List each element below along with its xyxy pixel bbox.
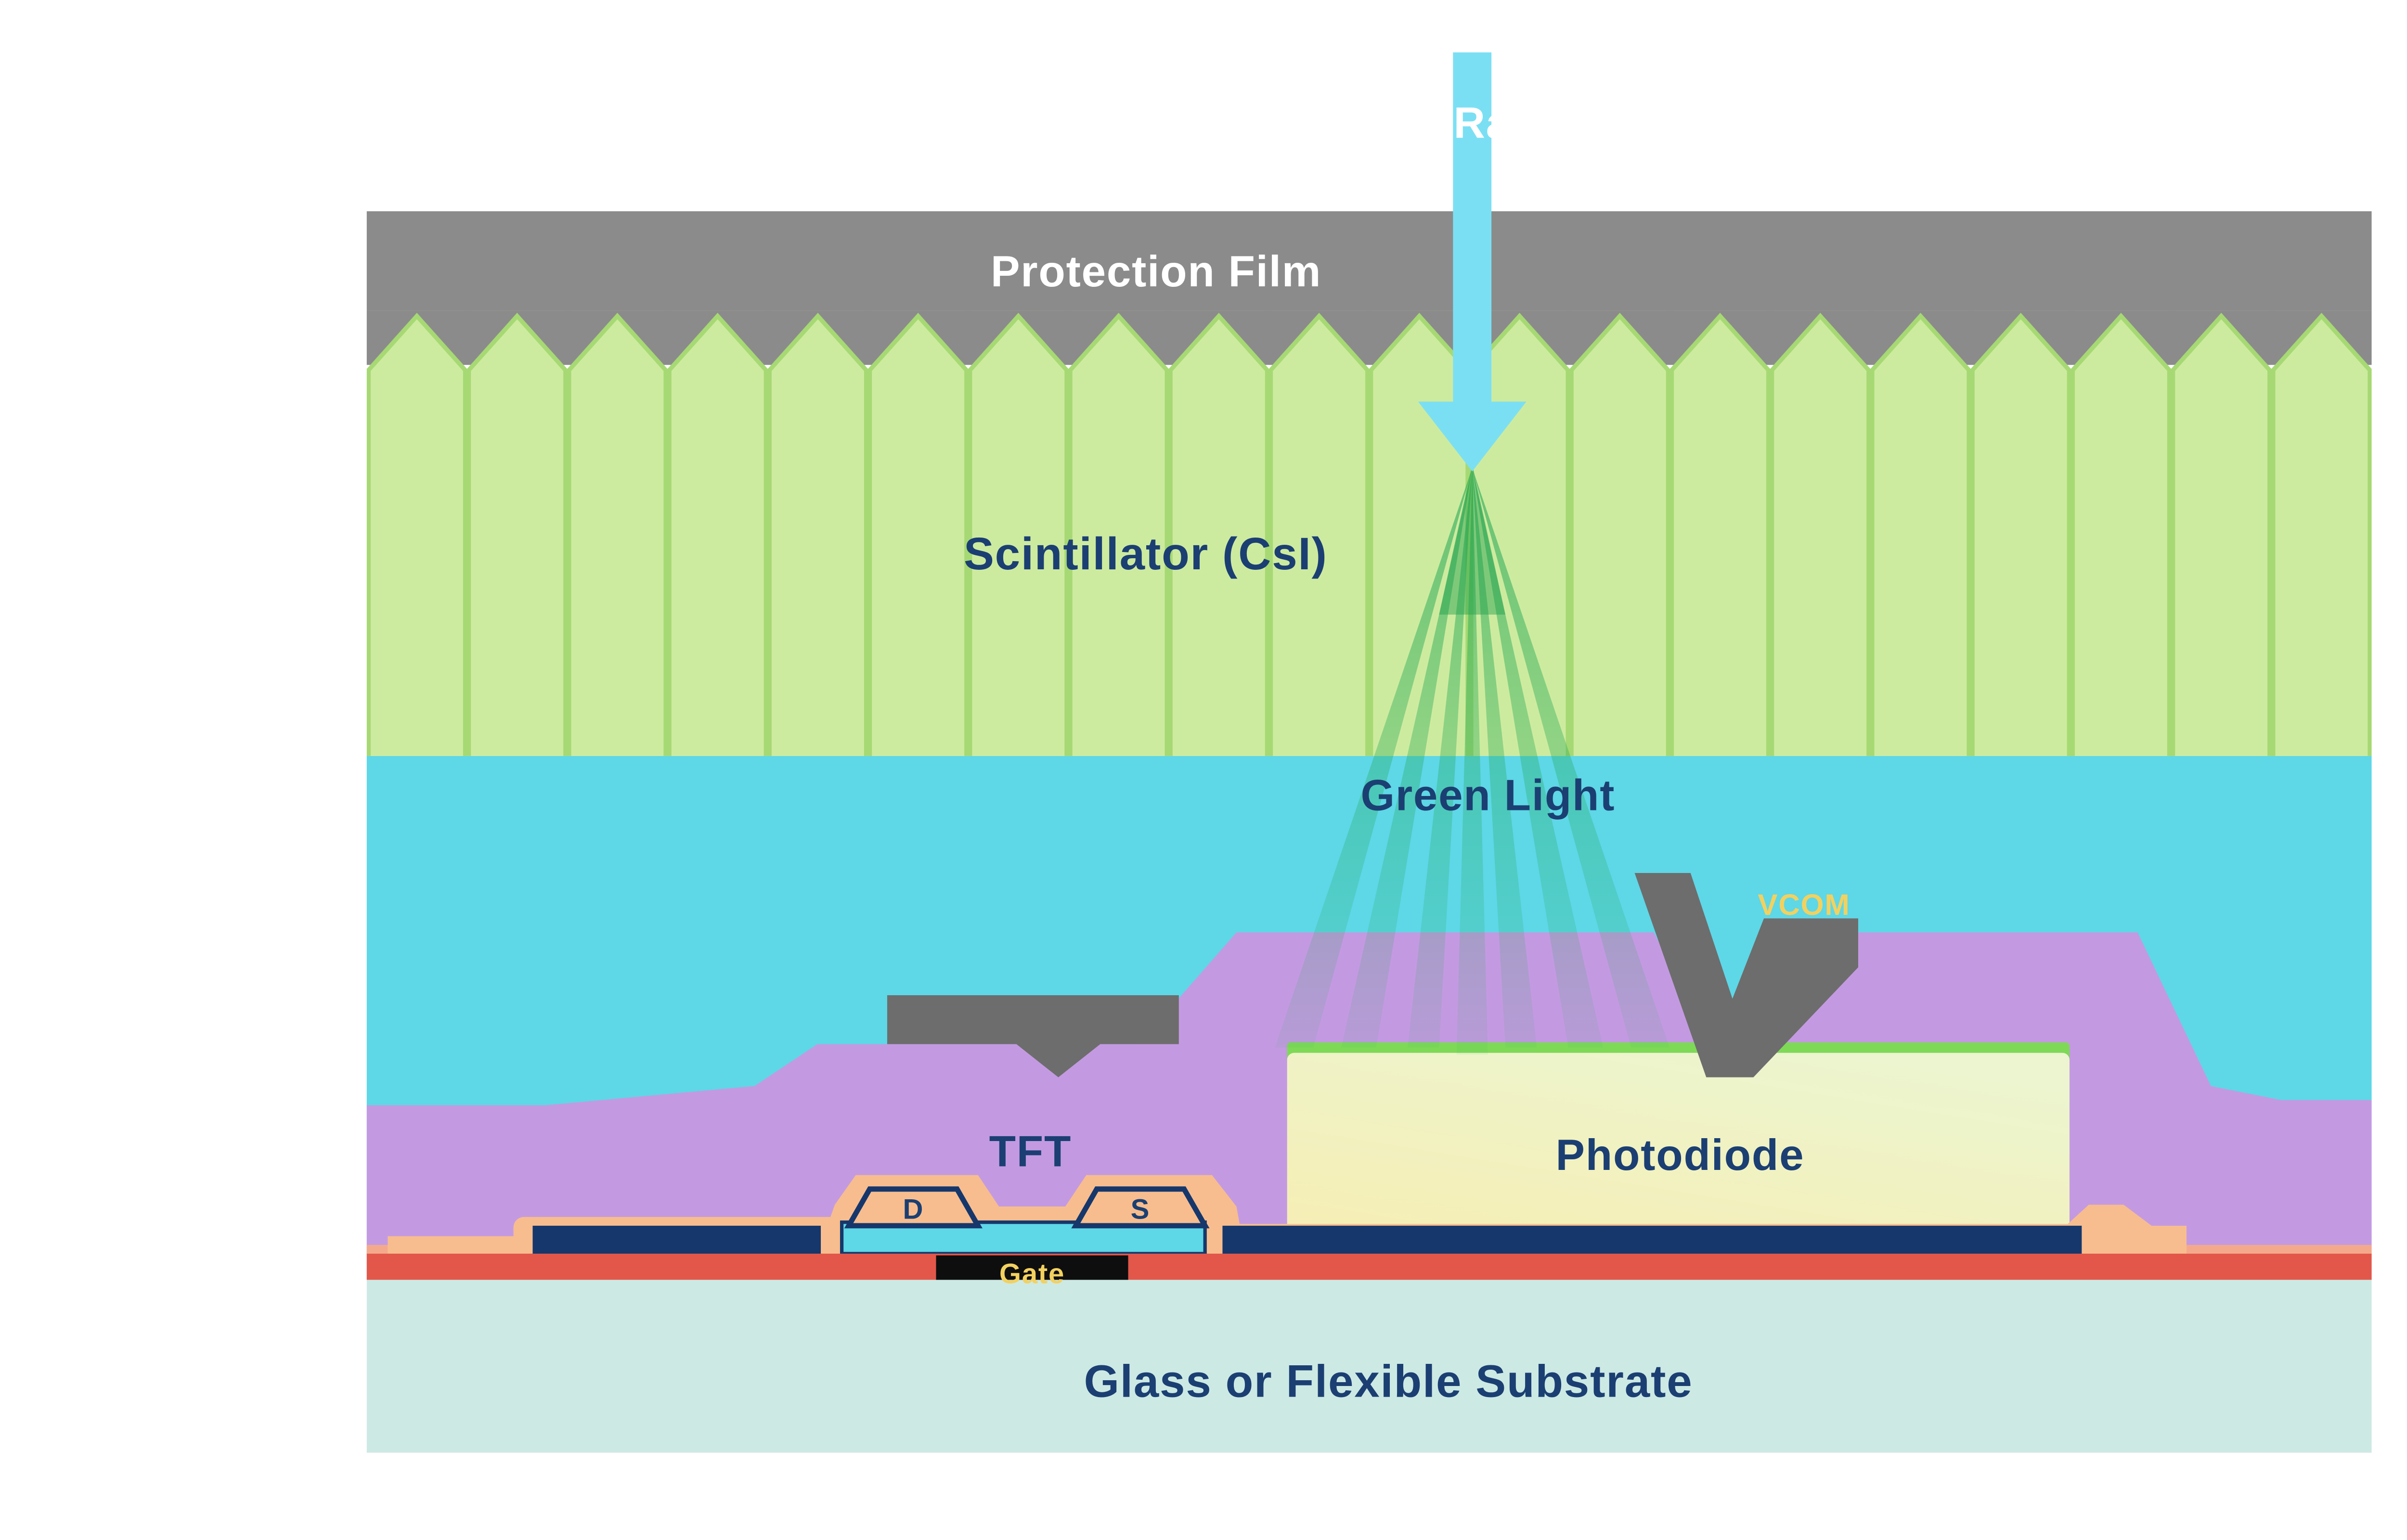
- top-electrode-left: [887, 995, 1179, 1078]
- vcom-label: VCOM: [1758, 888, 1850, 922]
- protection-film-label: Protection Film: [991, 247, 1321, 296]
- source-label: S: [1131, 1194, 1151, 1225]
- green-light-label: Green Light: [1360, 771, 1615, 820]
- ray-tip-glow: [1439, 464, 1506, 615]
- metal-line-left: [532, 1225, 821, 1256]
- photodiode-label: Photodiode: [1556, 1131, 1805, 1180]
- xray-label: X-Ray: [1408, 99, 1536, 148]
- drain-label: D: [903, 1194, 924, 1225]
- xray-beam-arrow-icon: [1418, 52, 1527, 472]
- tft-label: TFT: [989, 1128, 1072, 1176]
- scintillator-label: Scintillator (CsI): [964, 528, 1328, 579]
- substrate-label: Glass or Flexible Substrate: [1084, 1356, 1693, 1406]
- scintillator-layer: [366, 310, 2372, 756]
- gate-label: Gate: [999, 1258, 1065, 1290]
- gate-line-layer: [366, 1253, 2372, 1280]
- metal-line-right: [1222, 1225, 2082, 1256]
- drain-electrode: [844, 1186, 983, 1229]
- source-electrode: [1071, 1186, 1210, 1229]
- substrate-layer: [366, 1280, 2372, 1453]
- photodiode-body: [1287, 1052, 2070, 1235]
- vcom-electrode: [1634, 873, 1858, 1078]
